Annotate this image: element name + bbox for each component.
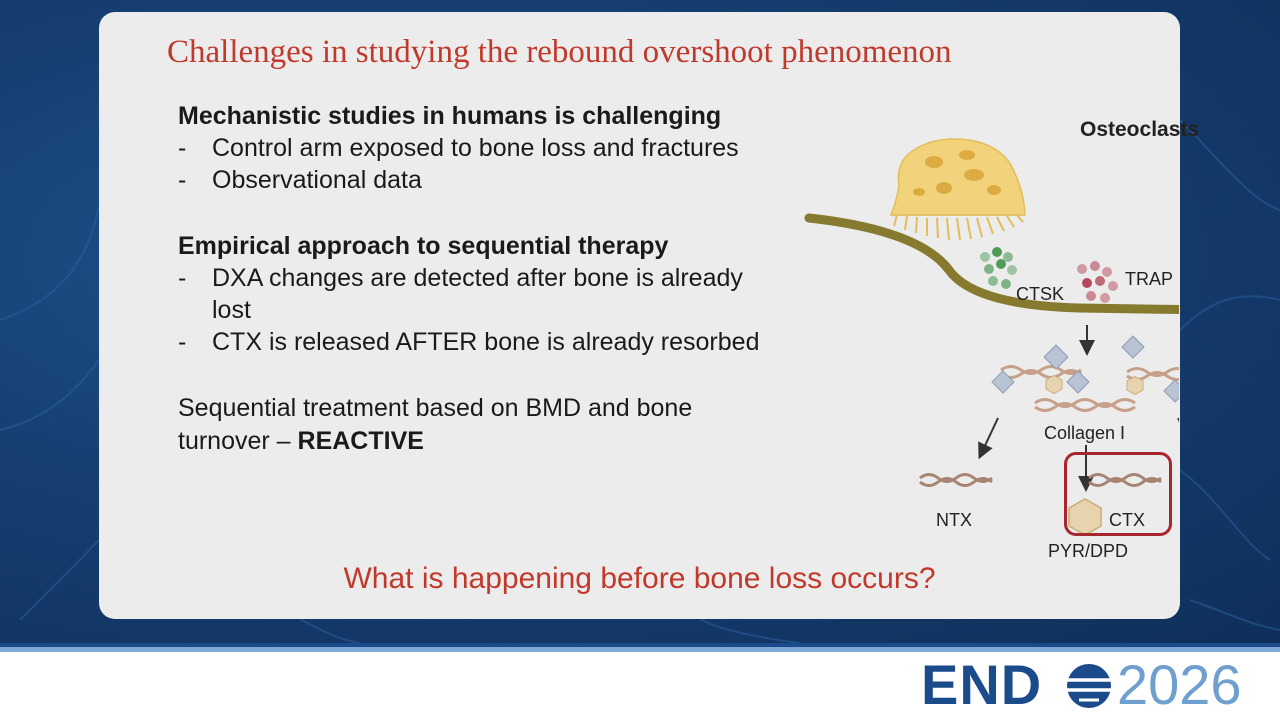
footer-bar bbox=[0, 652, 1280, 720]
bullet-item: - Control arm exposed to bone loss and f… bbox=[178, 132, 778, 164]
bullet-marker: - bbox=[178, 328, 187, 356]
section-heading: Mechanistic studies in humans is challen… bbox=[178, 102, 722, 130]
slide-title: Challenges in studying the rebound overs… bbox=[167, 34, 952, 70]
arrow-to-ntx bbox=[978, 417, 999, 460]
bullet-item: - DXA changes are detected after bone is… bbox=[178, 262, 778, 326]
bullet-item: - CTX is released AFTER bone is already … bbox=[178, 326, 778, 358]
pyr-dpd-label: PYR/DPD bbox=[1048, 541, 1129, 561]
key-question: What is happening before bone loss occur… bbox=[343, 562, 936, 595]
text-column: Mechanistic studies in humans is challen… bbox=[178, 100, 778, 458]
bullet-marker: - bbox=[178, 166, 187, 194]
content-card: Challenges in studying the rebound overs… bbox=[99, 12, 1199, 619]
osteoclast-cell-icon bbox=[889, 138, 1026, 241]
collagen-fibers-icon bbox=[1000, 365, 1179, 412]
hexagon-fragment-icon bbox=[1045, 374, 1144, 396]
conclusion-emphasis: REACTIVE bbox=[297, 427, 424, 455]
bullet-marker: - bbox=[178, 134, 187, 162]
bullet-text: Observational data bbox=[212, 166, 422, 194]
bullet-text: DXA changes are detected after bone is a… bbox=[212, 264, 743, 324]
globe-icon bbox=[1067, 664, 1111, 708]
trap-label: TRAP bbox=[1125, 269, 1174, 289]
bullet-item: - Observational data bbox=[178, 164, 778, 196]
arrow-to-ctx bbox=[1177, 417, 1179, 423]
conclusion-lead: Sequential treatment based on BMD and bo… bbox=[178, 394, 693, 455]
bullet-text: Control arm exposed to bone loss and fra… bbox=[212, 134, 739, 162]
diagram-heading: Osteoclasts bbox=[1080, 118, 1200, 141]
ctsk-enzyme-dots bbox=[980, 247, 1017, 289]
ntx-fragment-icon bbox=[919, 473, 993, 487]
collagen-label: Collagen I bbox=[1044, 423, 1126, 443]
footer-stripe-light bbox=[0, 647, 1280, 652]
ntx-label: NTX bbox=[936, 510, 972, 530]
logo-wordmark: END bbox=[921, 653, 1043, 716]
ctsk-label: CTSK bbox=[1016, 284, 1065, 304]
diagram-graphics bbox=[804, 138, 1179, 536]
conclusion-text: Sequential treatment based on BMD and bo… bbox=[178, 392, 778, 458]
mineral-crystal-icon bbox=[991, 335, 1179, 403]
ctx-highlight-box bbox=[1064, 452, 1172, 536]
trap-enzyme-dots bbox=[1077, 261, 1118, 303]
background-vessel-pattern bbox=[0, 119, 1280, 643]
bullet-marker: - bbox=[178, 264, 187, 292]
bone-surface-line bbox=[804, 213, 1179, 315]
endo-logo: END 2026 bbox=[921, 655, 1271, 715]
ctx-label: CTX bbox=[1109, 510, 1145, 530]
ctx-fragment-icon bbox=[1088, 473, 1162, 487]
bullet-text: CTX is released AFTER bone is already re… bbox=[212, 328, 760, 356]
osteoclast-diagram: Osteoclasts CTSK TRAP Collagen I NTX PYR… bbox=[799, 100, 1199, 570]
section-heading: Empirical approach to sequential therapy bbox=[178, 232, 669, 260]
footer-stripe-dark bbox=[0, 643, 1280, 647]
logo-year: 2026 bbox=[1117, 653, 1242, 716]
